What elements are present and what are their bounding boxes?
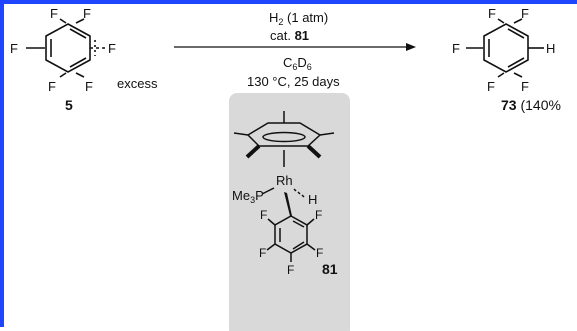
aryl-c-f-bond	[266, 243, 276, 251]
condition-solvent: C6D6	[283, 55, 312, 72]
reactant-f-1: F	[50, 6, 58, 21]
product-f-4: F	[487, 79, 495, 94]
product-f-5: F	[521, 79, 529, 94]
aryl-f-3: F	[259, 246, 266, 260]
aryl-double-bond	[292, 241, 305, 250]
cp-methyl	[319, 132, 335, 136]
rh-p-bond	[261, 187, 275, 195]
catalyst-structure	[233, 111, 335, 262]
catalyst-compound-number: 81	[322, 261, 338, 277]
product-f-2: F	[521, 6, 529, 21]
reactant-compound-number: 5	[65, 97, 73, 113]
aryl-f-4: F	[316, 246, 323, 260]
reactant-f-2: F	[83, 6, 91, 21]
aryl-c-f-bond	[306, 243, 316, 251]
reactant-double-bond	[69, 57, 87, 68]
product-f-1: F	[488, 6, 496, 21]
reactant-pentafluorobenzene	[26, 18, 106, 78]
rh-aryl-wedge	[284, 192, 292, 216]
reactant-excess-label: excess	[117, 76, 158, 91]
cp-methyl	[233, 132, 249, 136]
aryl-f-1: F	[260, 208, 267, 222]
reactant-f-3: F	[10, 41, 18, 56]
aryl-c-f-bond	[267, 218, 276, 226]
cp-methyl-wedge	[306, 144, 322, 159]
reactant-double-bond	[69, 28, 87, 39]
product-double-bond	[507, 57, 525, 68]
product-double-bond	[507, 28, 525, 39]
reactant-f-4: F	[48, 79, 56, 94]
reactant-cleaved-f: F	[108, 41, 116, 56]
aryl-f-2: F	[315, 208, 322, 222]
catalyst-hydride-label: H	[308, 192, 317, 207]
reaction-arrow-head	[406, 43, 416, 51]
bond-c-f	[497, 18, 505, 24]
reactant-f-5: F	[85, 79, 93, 94]
product-compound-yield: 73 (140%	[501, 97, 561, 113]
rh-h-hash	[293, 188, 297, 192]
aryl-f-5: F	[287, 263, 294, 277]
bond-c-f	[59, 72, 67, 78]
product-f-3: F	[452, 41, 460, 56]
catalyst-rh-label: Rh	[276, 173, 293, 188]
bond-c-f	[513, 72, 523, 78]
product-pentafluorobenzene	[466, 18, 544, 78]
bond-c-f	[497, 72, 505, 78]
cp-methyl-wedge	[245, 144, 261, 159]
condition-temperature-time: 130 °C, 25 days	[247, 74, 340, 89]
bond-c-f	[59, 18, 67, 24]
scheme-canvas: F F F F F F excess 5 H2 (1 atm) cat. 81 …	[10, 6, 561, 331]
aryl-double-bond	[292, 220, 305, 228]
reactant-ring	[45, 23, 91, 73]
bond-c-f	[75, 72, 85, 78]
bond-c-f	[513, 18, 523, 24]
bond-c-f	[75, 18, 85, 24]
condition-h2-pressure: H2 (1 atm)	[269, 10, 328, 27]
rh-h-hash	[301, 194, 305, 198]
catalyst-phosphine-label: Me3P	[232, 188, 264, 205]
product-ring	[483, 23, 529, 73]
aryl-c-f-bond	[306, 218, 315, 226]
rh-h-hash	[297, 191, 301, 195]
cp-star-aromatic-circle	[262, 131, 306, 143]
product-h-label: H	[546, 41, 555, 56]
condition-catalyst: cat. 81	[270, 28, 309, 43]
